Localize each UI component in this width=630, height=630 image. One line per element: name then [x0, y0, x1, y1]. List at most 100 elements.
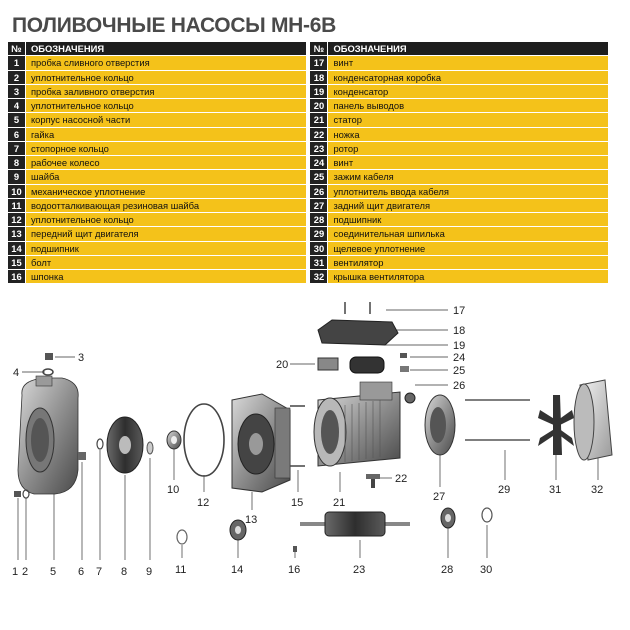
left-part-name: подшипник — [24, 241, 306, 256]
callout-14: 14 — [231, 564, 243, 576]
left-part-num: 12 — [8, 213, 25, 228]
callout-labels: 1 2 3 4 5 6 7 8 9 10 11 12 13 14 15 16 1… — [12, 305, 603, 578]
callout-9: 9 — [146, 566, 152, 578]
part-capacitor-19 — [349, 356, 385, 374]
callout-18: 18 — [453, 325, 465, 337]
right-part-name: конденсатор — [327, 84, 608, 99]
callout-24: 24 — [453, 352, 465, 364]
right-part-name: подшипник — [327, 213, 608, 228]
right-part-name: задний щит двигателя — [327, 198, 608, 213]
right-part-name: соединительная шпилька — [327, 227, 608, 242]
left-part-num: 4 — [8, 99, 25, 114]
part-cable-clamp-25 — [400, 366, 409, 372]
page-title: ПОЛИВОЧНЫЕ НАСОСЫ МН-6В — [12, 14, 336, 37]
part-bearing-14 — [229, 519, 247, 541]
callout-27: 27 — [433, 491, 445, 503]
header-name-left: ОБОЗНАЧЕНИЯ — [24, 42, 306, 57]
left-part-num: 13 — [8, 227, 25, 242]
callout-19: 19 — [453, 340, 465, 352]
callout-30: 30 — [480, 564, 492, 576]
callout-1: 1 — [12, 566, 18, 578]
part-rear-shield-27 — [424, 394, 456, 456]
right-part-num: 21 — [310, 113, 328, 128]
callout-7: 7 — [96, 566, 102, 578]
right-part-name: винт — [327, 156, 608, 171]
header-name-right: ОБОЗНАЧЕНИЯ — [327, 42, 608, 57]
callout-16: 16 — [288, 564, 300, 576]
part-cable-gland-26 — [404, 392, 416, 404]
right-part-num: 26 — [310, 184, 328, 199]
part-rotor-23 — [300, 511, 410, 537]
left-part-name: рабочее колесо — [24, 156, 306, 171]
callout-10: 10 — [167, 484, 179, 496]
part-bolts-15 — [290, 405, 305, 467]
right-part-name: зажим кабеля — [327, 170, 608, 185]
right-part-name: панель выводов — [327, 99, 608, 114]
left-part-name: стопорное кольцо — [24, 141, 306, 156]
left-part-num: 5 — [8, 113, 25, 128]
part-gap-seal-30 — [481, 507, 493, 523]
left-part-num: 7 — [8, 141, 25, 156]
header-num-right: № — [310, 42, 328, 57]
right-part-num: 18 — [310, 70, 328, 85]
callout-13: 13 — [245, 514, 257, 526]
left-part-name: механическое уплотнение — [24, 184, 306, 199]
left-part-name: уплотнительное кольцо — [24, 70, 306, 85]
leader-lines — [17, 309, 599, 560]
right-part-num: 31 — [310, 255, 328, 270]
part-key-16 — [293, 546, 297, 552]
right-part-num: 19 — [310, 84, 328, 99]
right-part-num: 20 — [310, 99, 328, 114]
right-part-name: ножка — [327, 127, 608, 142]
part-pump-body-5 — [17, 375, 79, 495]
left-part-name: болт — [24, 255, 306, 270]
right-part-name: крышка вентилятора — [327, 270, 608, 285]
callout-15: 15 — [291, 497, 303, 509]
right-part-name: ротор — [327, 141, 608, 156]
part-plug-3 — [45, 353, 53, 360]
left-part-num: 6 — [8, 127, 25, 142]
left-part-num: 16 — [8, 270, 25, 285]
part-foot-22 — [366, 474, 380, 488]
part-rubber-washer-11 — [176, 529, 188, 545]
callout-20: 20 — [276, 359, 288, 371]
left-part-num: 9 — [8, 170, 25, 185]
right-part-num: 32 — [310, 270, 328, 285]
left-part-num: 14 — [8, 241, 25, 256]
left-part-num: 8 — [8, 156, 25, 171]
part-mech-seal-10 — [166, 430, 182, 450]
callout-32: 32 — [591, 484, 603, 496]
left-part-num: 11 — [8, 198, 25, 213]
table-header: № ОБОЗНАЧЕНИЯ № ОБОЗНАЧЕНИЯ — [8, 42, 608, 57]
right-part-num: 27 — [310, 198, 328, 213]
callout-22: 22 — [395, 473, 407, 485]
right-part-num: 17 — [310, 56, 328, 71]
callout-28: 28 — [441, 564, 453, 576]
right-part-num: 28 — [310, 213, 328, 228]
left-part-num: 15 — [8, 255, 25, 270]
callout-26: 26 — [453, 380, 465, 392]
left-part-name: передний щит двигателя — [24, 227, 306, 242]
right-part-name: винт — [327, 56, 608, 71]
left-part-num: 2 — [8, 70, 25, 85]
callout-8: 8 — [121, 566, 127, 578]
part-screws-17 — [344, 302, 371, 314]
part-retaining-ring-7 — [96, 438, 104, 450]
right-part-num: 23 — [310, 141, 328, 156]
callout-31: 31 — [549, 484, 561, 496]
part-bearing-28 — [440, 507, 456, 529]
